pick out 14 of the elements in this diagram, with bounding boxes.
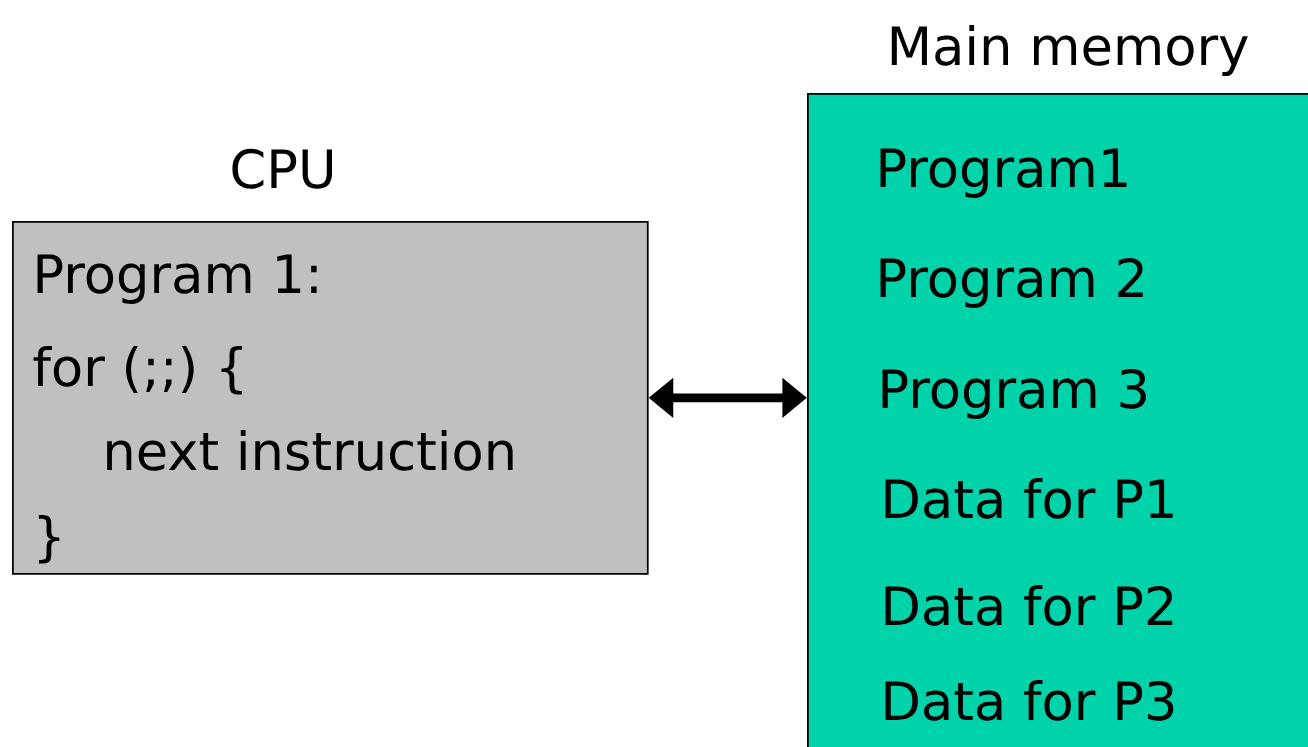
node-label: Program 1: [37,254,317,304]
node-label: next instruction [107,429,513,471]
node-label: Data for P2 [885,584,1173,626]
node-label: for (;;) { [33,345,242,395]
node-label: Program 2 [880,257,1143,308]
node-label: Data for P3 [885,679,1174,721]
node-label: Data for P1 [885,477,1173,519]
memory-box: Program1 Program 2 Program 3 Data for P1 Data for P2 Data for P3 [807,93,1308,747]
node-label: Program 3 [882,368,1146,419]
node-label: Program1 [880,148,1127,198]
node-label: } [38,514,60,564]
cpu-box: Program 1: for (;;) { next instruction } [12,221,649,575]
heading: Main memory [891,24,1248,76]
heading: CPU [232,148,332,189]
